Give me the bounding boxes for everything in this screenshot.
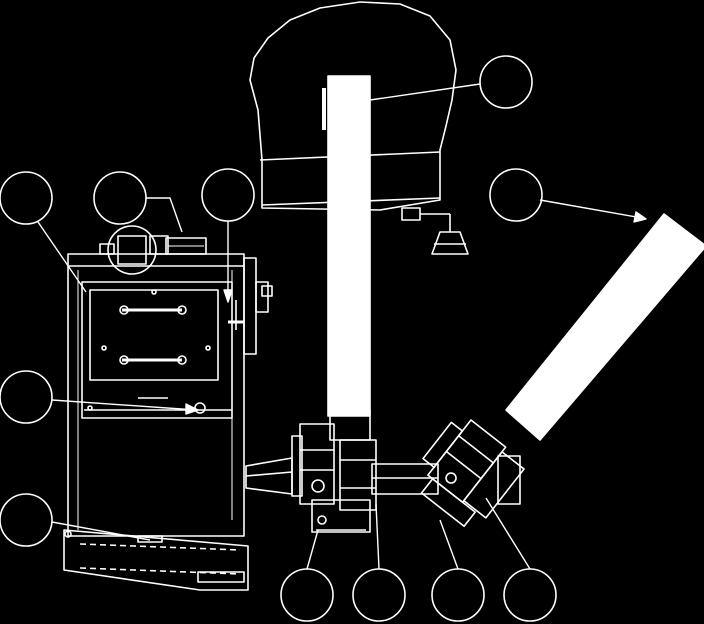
ash-door-callout — [0, 370, 53, 424]
auger-motor-assembly — [291, 409, 377, 533]
sensor-callout — [201, 168, 255, 222]
feed-tube-callout — [489, 168, 543, 222]
alt-motor-callout — [431, 568, 485, 622]
alt-auger-motor-assembly — [420, 419, 525, 528]
boiler-body-callout — [0, 171, 53, 225]
diagonal-feed-tube — [505, 213, 704, 441]
auger-motor-callout — [280, 568, 334, 622]
vertical-feed-tube — [322, 75, 371, 417]
control-panel — [99, 225, 207, 275]
leader-lines — [37, 83, 647, 570]
burner-nozzle — [401, 207, 469, 255]
base-callout — [0, 493, 53, 547]
control-panel-callout — [93, 171, 147, 225]
boiler-body — [67, 253, 273, 537]
boiler-base — [63, 529, 249, 591]
alt-gearbox-callout — [503, 568, 557, 622]
hopper-callout — [479, 55, 533, 109]
auger-gearbox-callout — [352, 568, 406, 622]
